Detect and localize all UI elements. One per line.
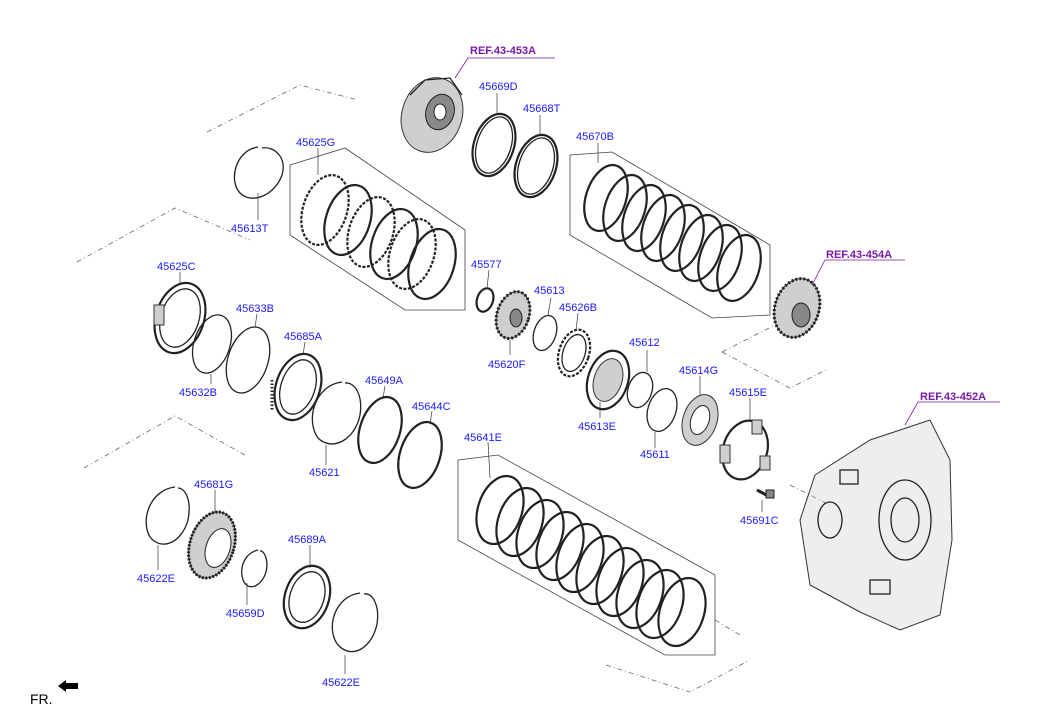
piston-45613E — [585, 349, 631, 411]
part-label-45649A: 45649A — [365, 375, 404, 387]
ring-45632B — [191, 314, 233, 374]
ref-label-453a: REF.43-453A — [470, 45, 536, 57]
front-indicator: FR. — [30, 680, 78, 707]
part-label-45612: 45612 — [629, 337, 660, 349]
clutch-pack-45670B-box — [569, 151, 771, 319]
snap-ring-45622E-right — [331, 592, 379, 653]
drum-45681G — [187, 510, 237, 580]
part-label-45614G: 45614G — [679, 365, 718, 377]
snap-ring-45622E-left — [145, 486, 190, 545]
part-label-45613: 45613 — [534, 285, 565, 297]
part-label-45689A: 45689A — [288, 534, 327, 546]
part-label-45685A: 45685A — [284, 331, 323, 343]
clutch-pack-45641E-box — [457, 454, 716, 656]
ring-45669D — [471, 112, 517, 178]
part-label-45622E-right: 45622E — [322, 677, 360, 689]
retainer-45614G — [681, 394, 719, 446]
part-label-45668T: 45668T — [523, 103, 561, 115]
ring-45612 — [626, 371, 654, 409]
gear-ref-454a — [772, 277, 822, 339]
part-label-45691C: 45691C — [740, 515, 779, 527]
ref-label-454a: REF.43-454A — [826, 249, 892, 261]
front-label: FR. — [30, 691, 53, 707]
ring-45613-center — [532, 314, 558, 352]
part-label-45620F: 45620F — [488, 359, 526, 371]
part-label-45633B: 45633B — [236, 303, 274, 315]
plate-45689A — [282, 564, 332, 630]
assembly-guide-lines — [76, 84, 831, 693]
clutch-discs-45641E — [475, 474, 707, 648]
transmission-case-ref-452a — [799, 419, 953, 631]
bearing-45685A — [270, 352, 323, 422]
part-label-45615E: 45615E — [729, 387, 767, 399]
part-label-45644C: 45644C — [412, 401, 451, 413]
part-label-45659D: 45659D — [226, 608, 265, 620]
drum-45625C — [153, 281, 207, 355]
ring-45577 — [475, 287, 495, 313]
part-label-45632B: 45632B — [179, 387, 217, 399]
ring-45611 — [646, 387, 678, 433]
part-label-45577: 45577 — [471, 259, 502, 271]
part-label-45621: 45621 — [309, 467, 340, 479]
one-way-clutch-45626B — [556, 328, 592, 378]
plate-45644C — [397, 420, 443, 490]
front-arrow-icon — [58, 680, 78, 692]
clutch-pack-45625G-box — [289, 147, 466, 311]
friction-discs-45625G — [300, 173, 457, 301]
snap-ring-45621 — [311, 381, 362, 445]
snap-ring-45659D — [241, 549, 268, 588]
snap-ring-45613T — [233, 146, 284, 199]
plate-45649A — [357, 395, 403, 465]
ring-45668T — [513, 133, 559, 199]
bolt-45691C — [756, 488, 775, 499]
part-label-45641E: 45641E — [464, 432, 502, 444]
reference-leaders — [454, 57, 1000, 426]
part-label-45681G: 45681G — [194, 479, 233, 491]
oil-pump-assembly — [400, 77, 464, 153]
part-label-45611: 45611 — [640, 449, 670, 461]
ring-45633B — [225, 326, 271, 394]
ref-label-452a: REF.43-452A — [920, 391, 986, 403]
part-label-45670B: 45670B — [576, 131, 614, 143]
part-label-45613E: 45613E — [578, 421, 616, 433]
part-label-45622E-left: 45622E — [137, 573, 175, 585]
part-label-45626B: 45626B — [559, 302, 597, 314]
hub-45620F — [494, 290, 532, 340]
part-label-45669D: 45669D — [479, 81, 518, 93]
part-label-45625G: 45625G — [296, 137, 335, 149]
clutch-discs-45670B — [583, 163, 762, 303]
bracket-45615E — [719, 419, 771, 481]
leader-lines — [157, 93, 763, 674]
part-label-45613T: 45613T — [231, 223, 269, 235]
part-label-45625C: 45625C — [157, 261, 196, 273]
